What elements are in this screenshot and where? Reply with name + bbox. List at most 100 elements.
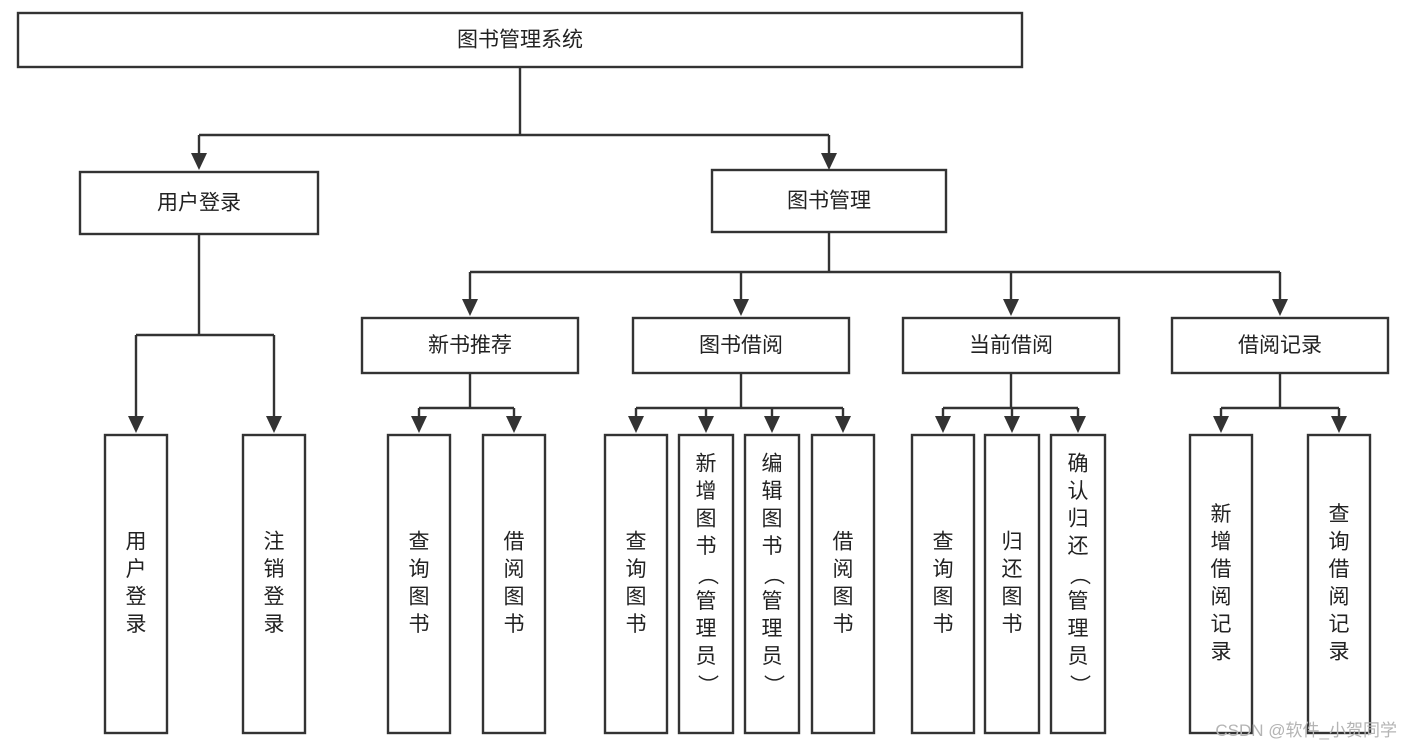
connector-group-root-to-level1 [191,67,837,170]
node-label-glyph: 记 [1211,613,1232,636]
node-label-glyph: ） [695,674,718,695]
arrow-head-icon [506,416,522,433]
node-current-borrow[interactable]: 当前借阅 [901,316,1121,375]
arrow-head-icon [411,416,427,433]
node-label-glyph: 查 [409,530,430,553]
node-label-glyph: 阅 [833,558,854,581]
node-label-glyph: 理 [762,617,783,640]
arrow-head-icon [835,416,851,433]
node-box[interactable] [603,433,669,735]
node-book-manage[interactable]: 图书管理 [710,168,948,234]
node-label-glyph: 书 [504,613,525,636]
node-label-glyph: 借 [833,530,854,553]
node-label-glyph: 归 [1002,530,1023,553]
node-box[interactable] [103,433,169,735]
node-label-glyph: 录 [264,613,285,636]
node-box[interactable] [677,433,735,735]
node-label-glyph: 员 [1068,645,1089,668]
node-user-login[interactable]: 用户登录 [78,170,320,236]
node-box[interactable] [1170,316,1390,375]
arrow-head-icon [1004,416,1020,433]
node-new-book-rec[interactable]: 新书推荐 [360,316,580,375]
node-box[interactable] [710,168,948,234]
node-box[interactable] [983,433,1041,735]
node-label-glyph: 书 [626,613,647,636]
node-label-glyph: 询 [409,558,430,581]
node-label-glyph: 录 [1211,640,1232,663]
node-label-glyph: 管 [696,590,717,613]
node-label-glyph: 借 [1329,558,1350,581]
node-label-glyph: 书 [696,535,717,558]
node-label-glyph: 书 [833,613,854,636]
node-label-glyph: （ [761,564,784,585]
node-label-glyph: 查 [1329,503,1350,526]
node-label-glyph: 借 [504,530,525,553]
node-book-borrow[interactable]: 图书借阅 [631,316,851,375]
node-label: 图书借阅 [699,334,783,357]
arrow-head-icon [698,416,714,433]
node-label-glyph: 管 [1068,590,1089,613]
node-borrow-record[interactable]: 借阅记录 [1170,316,1390,375]
node-box[interactable] [631,316,851,375]
node-label: 图书管理 [787,190,871,213]
node-box[interactable] [241,433,307,735]
node-box[interactable] [810,433,876,735]
node-label-glyph: 询 [1329,530,1350,553]
node-label-glyph: 户 [126,558,147,581]
node-label-glyph: 图 [696,507,717,530]
arrow-head-icon [191,153,207,170]
connector-group-bookmanage-to-level2 [462,232,1288,316]
connector-group-currentborrow-to-leaves [935,373,1086,433]
node-label-glyph: 辑 [762,480,783,503]
node-label-glyph: 书 [1002,613,1023,636]
node-label-glyph: 查 [626,530,647,553]
arrow-head-icon [764,416,780,433]
arrow-head-icon [1272,299,1288,316]
node-box[interactable] [743,433,801,735]
node-label-glyph: 书 [933,613,954,636]
node-label-glyph: 登 [126,585,147,608]
node-label: 用户登录 [157,192,241,215]
node-box[interactable] [386,433,452,735]
node-leaf-user-login[interactable]: 用户登录 [103,433,169,735]
node-box[interactable] [1049,433,1107,735]
arrow-head-icon [128,416,144,433]
node-label-glyph: 编 [762,452,783,475]
node-label-glyph: 询 [933,558,954,581]
arrow-head-icon [821,153,837,170]
node-label-glyph: 注 [264,530,285,553]
node-box[interactable] [910,433,976,735]
node-box[interactable] [360,316,580,375]
node-box[interactable] [78,170,320,236]
node-root-图书管理系统[interactable]: 图书管理系统 [16,11,1024,69]
node-label-glyph: 录 [1329,640,1350,663]
node-label-glyph: 图 [833,585,854,608]
node-box[interactable] [901,316,1121,375]
node-box[interactable] [481,433,547,735]
node-label-glyph: 员 [696,645,717,668]
node-label-glyph: 理 [696,617,717,640]
node-box[interactable] [16,11,1024,69]
node-label: 用户登录 [126,530,147,636]
connectors-layer [128,67,1347,433]
node-box[interactable] [1306,433,1372,735]
node-box[interactable] [1188,433,1254,735]
node-label: 当前借阅 [969,334,1053,357]
